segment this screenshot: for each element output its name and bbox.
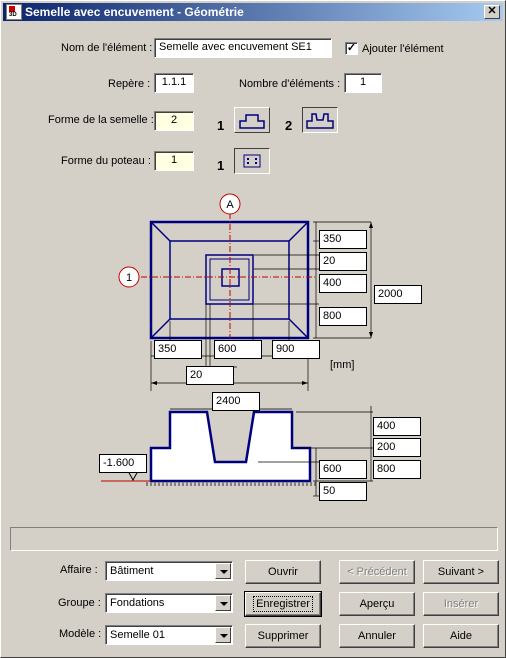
dim-total-height[interactable]: 2000 (374, 285, 422, 304)
chevron-down-icon[interactable] (215, 563, 231, 579)
dim-800-section[interactable]: 800 (373, 460, 421, 479)
dim-50-section[interactable]: 50 (319, 482, 367, 501)
section-outline (149, 410, 312, 483)
nombre-label: Nombre d'éléments : (239, 78, 341, 90)
dim-350-bottom[interactable]: 350 (154, 340, 202, 359)
forme-semelle-opt1-number: 1 (217, 118, 225, 133)
suivant-button[interactable]: Suivant > (423, 560, 499, 584)
precedent-button[interactable]: < Précédent (339, 560, 415, 584)
dim-800-right[interactable]: 800 (319, 307, 367, 326)
plan-corner-line (288, 221, 309, 242)
dim-20-right[interactable]: 20 (319, 252, 367, 271)
plan-corner-line (288, 318, 309, 339)
forme-semelle-opt2-number: 2 (285, 118, 293, 133)
app-icon-text: 3D (9, 12, 17, 18)
forme-semelle-label: Forme de la semelle : (48, 114, 154, 126)
forme-poteau-input[interactable]: 1 (154, 151, 194, 171)
geometry-drawing: A 1 (101, 193, 373, 497)
plan-view: A 1 (118, 193, 373, 391)
window-title: Semelle avec encuvement - Géométrie (25, 5, 244, 19)
nom-input[interactable]: Semelle avec encuvement SE1 (154, 38, 332, 58)
status-bar (10, 527, 498, 551)
axis-a-marker (219, 193, 241, 215)
enregistrer-label: Enregistrer (253, 596, 313, 612)
forme-poteau-label: Forme du poteau : (61, 155, 151, 167)
dim-total-width[interactable]: 2400 (212, 392, 260, 411)
close-button[interactable]: ✕ (484, 5, 500, 19)
plan-corner-line (150, 221, 171, 242)
modele-label: Modèle : (59, 628, 102, 640)
modele-value: Semelle 01 (110, 629, 166, 641)
poteau-shape-1-button[interactable] (234, 148, 270, 174)
supprimer-button[interactable]: Supprimer (245, 624, 321, 648)
groupe-select[interactable]: Fondations (105, 593, 233, 613)
ajouter-label: Ajouter l'élément (362, 43, 444, 55)
semelle-shape-1-button[interactable] (234, 107, 270, 133)
ajouter-checkbox[interactable]: ✓ (345, 42, 358, 55)
level-value[interactable]: -1.600 (99, 454, 147, 473)
forme-poteau-opt1-number: 1 (217, 158, 225, 173)
ouvrir-button[interactable]: Ouvrir (245, 560, 321, 584)
affaire-label: Affaire : (60, 564, 98, 576)
dim-20-bottom[interactable]: 20 (186, 366, 234, 385)
axis-a-label: A (226, 199, 234, 211)
affaire-select[interactable]: Bâtiment (105, 561, 233, 581)
app-icon: 3D (6, 4, 22, 20)
dim-600-bottom[interactable]: 600 (214, 340, 262, 359)
axis-1-label: 1 (126, 272, 132, 284)
title-bar[interactable]: 3D Semelle avec encuvement - Géométrie ✕ (3, 3, 503, 21)
poteau-shape-1-icon (243, 154, 261, 168)
nombre-input[interactable]: 1 (344, 73, 382, 93)
aide-button[interactable]: Aide (423, 624, 499, 648)
semelle-shape-2-icon (306, 113, 334, 129)
groupe-value: Fondations (110, 597, 165, 609)
forme-semelle-input[interactable]: 2 (154, 111, 194, 131)
inserer-button[interactable]: Insérer (423, 592, 499, 616)
close-icon: ✕ (487, 5, 497, 17)
repere-input[interactable]: 1.1.1 (154, 73, 194, 93)
section-view (101, 406, 373, 497)
dim-350-right[interactable]: 350 (319, 230, 367, 249)
dim-600-section[interactable]: 600 (319, 460, 367, 479)
plan-corner-line (150, 318, 171, 339)
axis-1-marker (118, 266, 140, 288)
annuler-button[interactable]: Annuler (339, 624, 415, 648)
semelle-shape-2-button[interactable] (302, 107, 338, 133)
modele-select[interactable]: Semelle 01 (105, 625, 233, 645)
nom-label: Nom de l'élément : (61, 42, 153, 54)
affaire-value: Bâtiment (110, 565, 154, 577)
enregistrer-button[interactable]: Enregistrer (244, 591, 322, 617)
semelle-shape-1-icon (239, 114, 265, 129)
apercu-button[interactable]: Aperçu (339, 592, 415, 616)
groupe-label: Groupe : (58, 597, 101, 609)
dim-200-section[interactable]: 200 (373, 438, 421, 457)
repere-label: Repère : (108, 78, 151, 90)
dim-900-bottom[interactable]: 900 (272, 340, 320, 359)
dim-400-right[interactable]: 400 (319, 274, 367, 293)
chevron-down-icon[interactable] (215, 627, 231, 643)
chevron-down-icon[interactable] (215, 595, 231, 611)
unit-label: [mm] (330, 359, 355, 371)
dim-400-section[interactable]: 400 (373, 417, 421, 436)
